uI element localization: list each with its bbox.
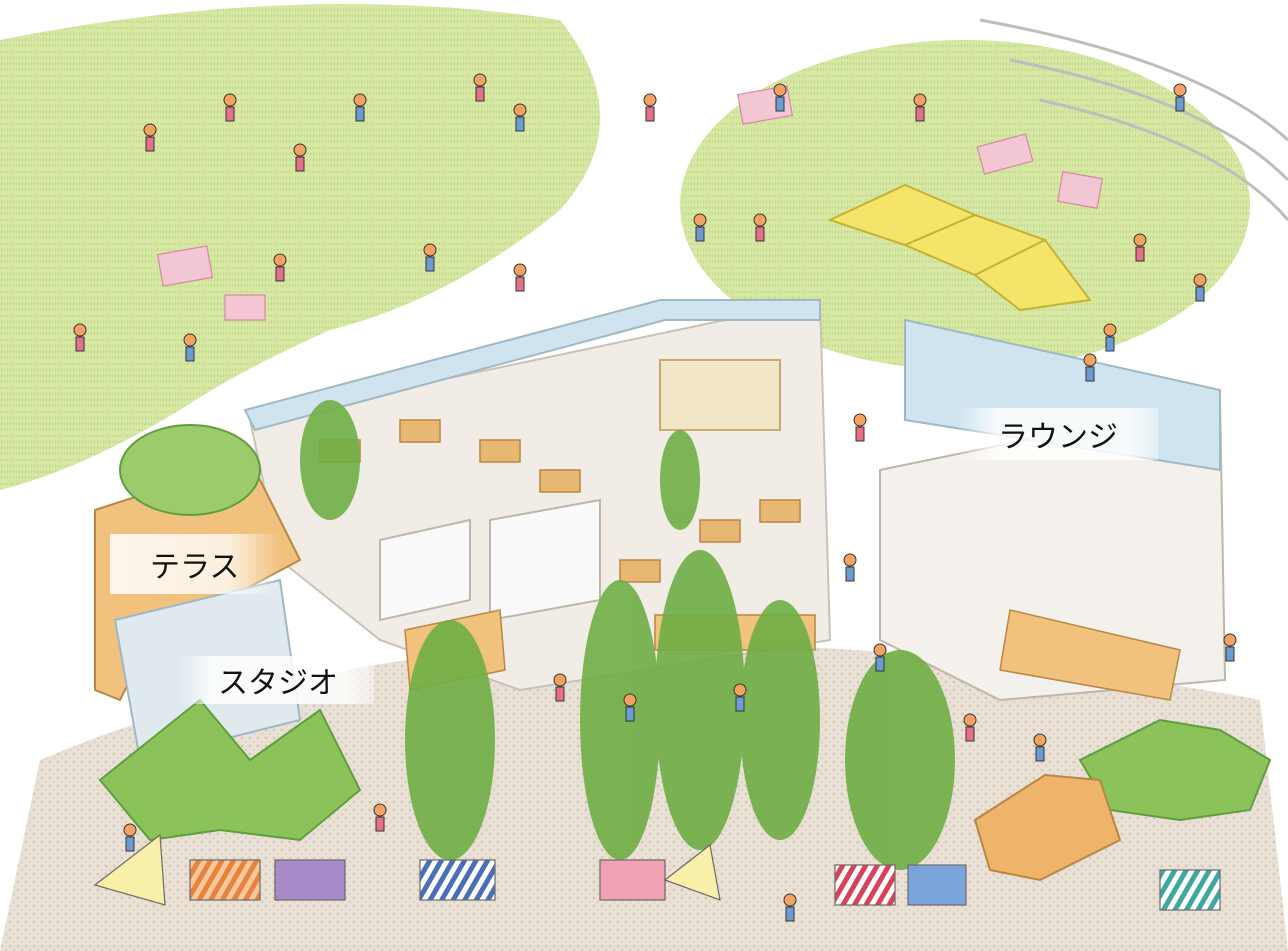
right-lawn <box>680 40 1250 370</box>
wooden-stage <box>973 773 1122 882</box>
yellow-tents <box>827 183 1092 312</box>
studio-label: スタジオ <box>178 656 374 704</box>
cafe-counter <box>659 359 781 431</box>
climbing-vines <box>300 400 955 870</box>
glass-wall <box>243 299 821 432</box>
trees <box>98 424 1272 842</box>
partitions <box>379 498 601 622</box>
people <box>73 73 1237 922</box>
terrace-label: テラス <box>110 534 280 594</box>
market-stalls <box>93 833 1221 911</box>
lounge-label: ラウンジ <box>958 408 1158 460</box>
picnic-mats <box>156 85 1103 321</box>
